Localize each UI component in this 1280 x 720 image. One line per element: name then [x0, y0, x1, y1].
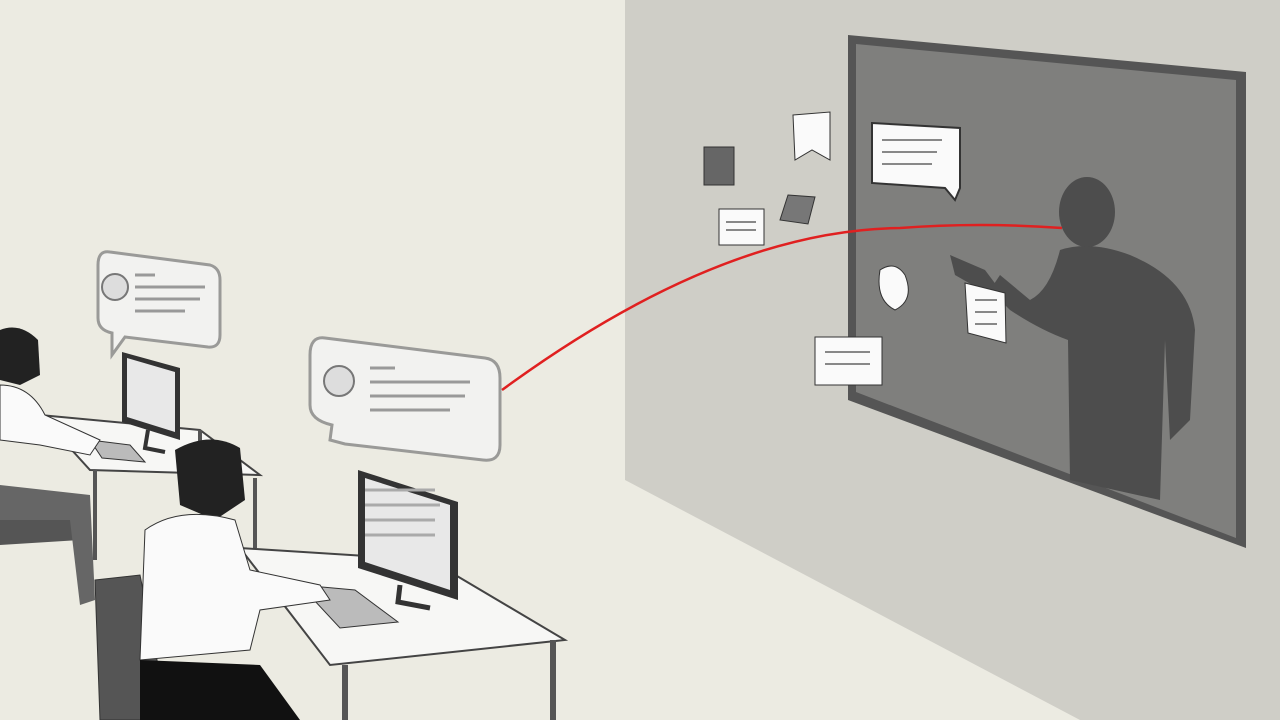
chat-bubble-icon	[308, 336, 502, 462]
front-workstation	[94, 439, 569, 720]
connection-line	[501, 223, 1063, 392]
sticky-note-icon	[718, 208, 765, 246]
chat-bubble-icon	[871, 121, 961, 202]
puzzle-piece-icon	[814, 336, 883, 386]
sticky-note-icon	[779, 194, 816, 225]
puzzle-piece-icon	[703, 146, 735, 186]
chat-bubble-icon	[96, 250, 222, 360]
user-avatar-icon	[101, 273, 129, 301]
user-avatar-icon	[323, 365, 355, 397]
sticky-note-icon	[964, 282, 1007, 344]
puzzle-piece-icon	[878, 265, 909, 311]
shadow-person	[950, 177, 1195, 500]
puzzle-piece-icon	[792, 111, 831, 161]
